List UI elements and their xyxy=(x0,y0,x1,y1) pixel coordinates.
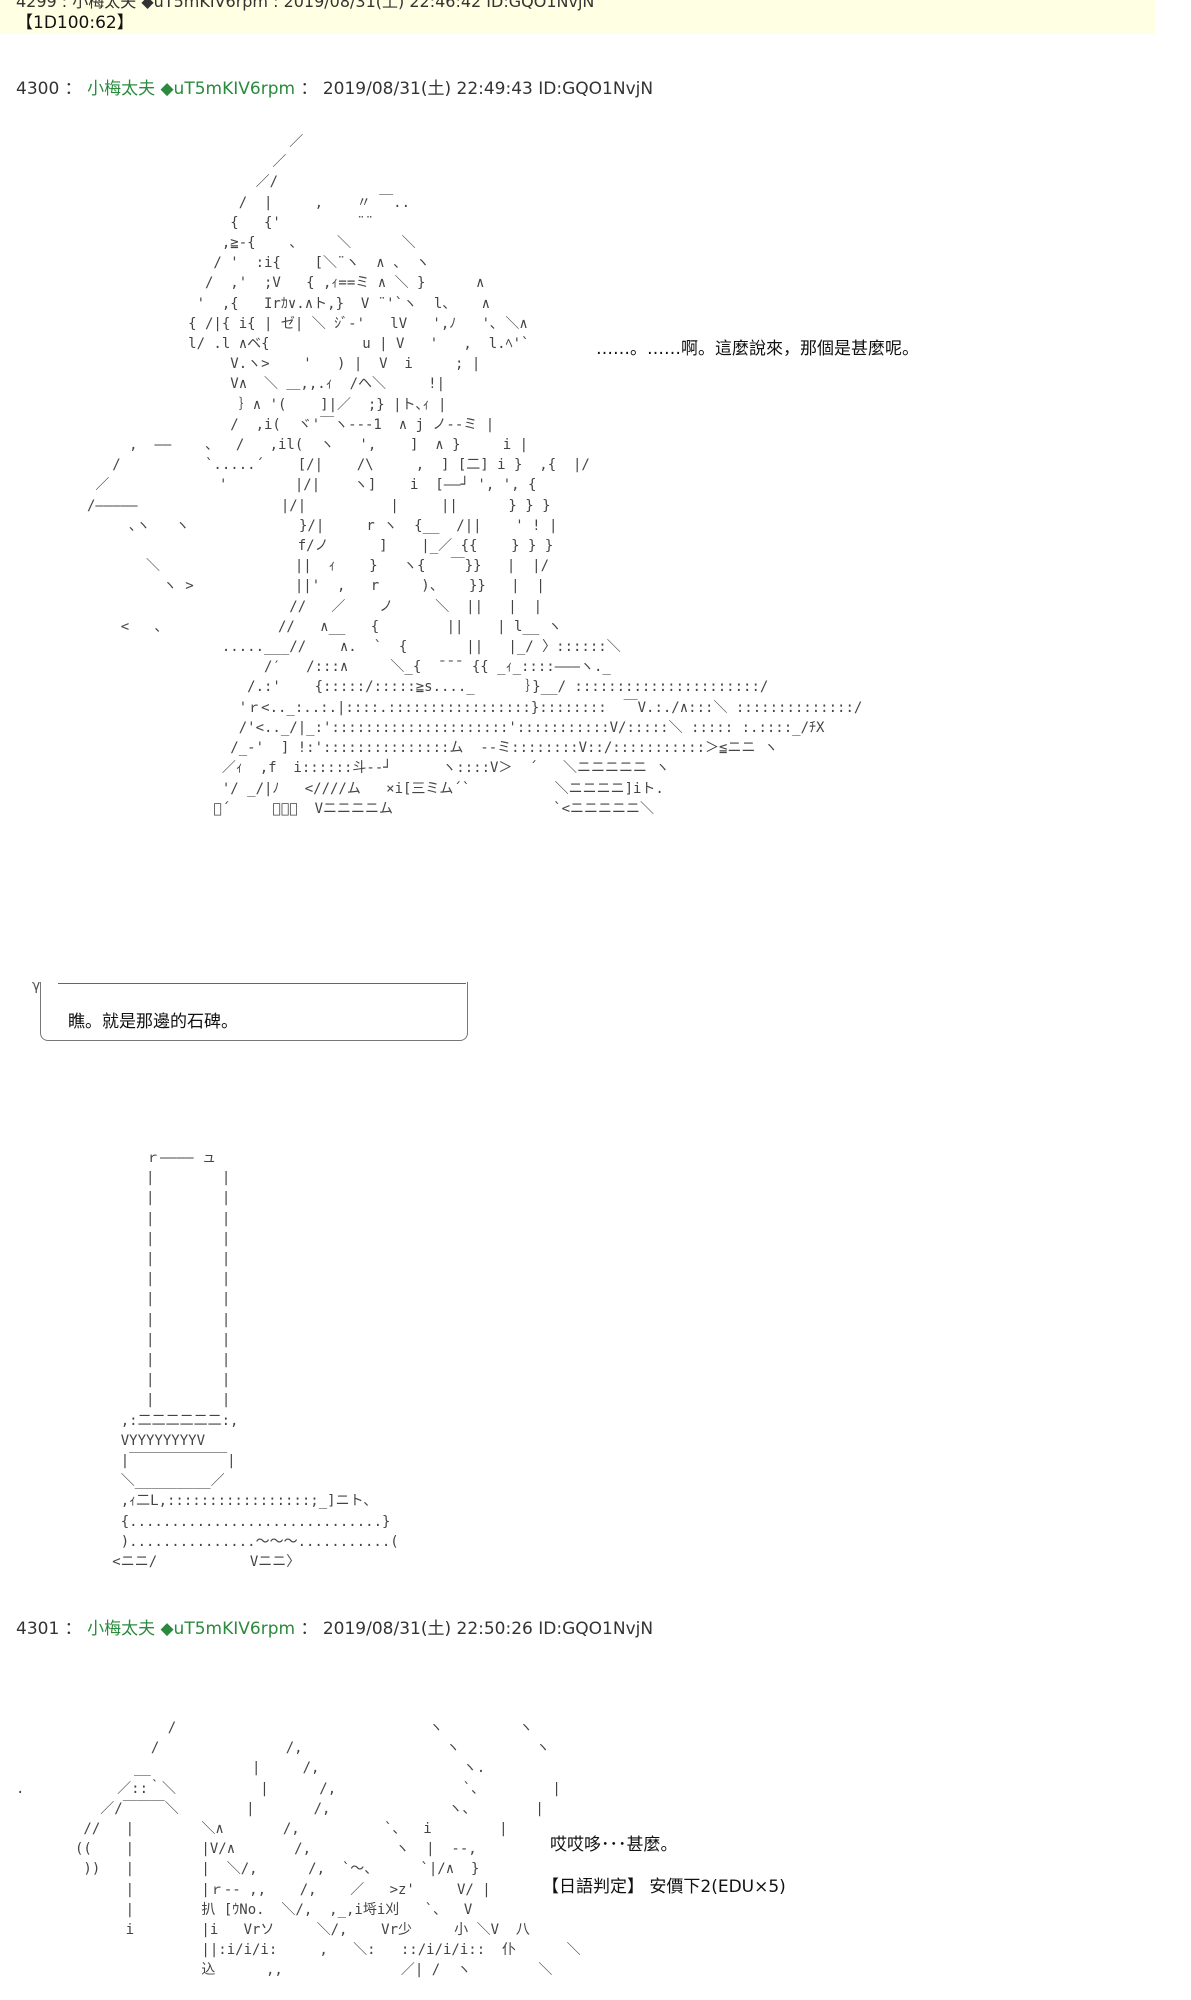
bubble-text: 瞧。就是那邊的石碑。 xyxy=(68,1012,238,1032)
separator: ： xyxy=(300,1619,318,1639)
top-strip xyxy=(0,0,1155,34)
post-date: 2019/08/31(土) 22:50:26 xyxy=(322,1619,533,1639)
bubble-top-border xyxy=(58,983,466,984)
poster-id[interactable]: ID:GQO1NvjN xyxy=(538,1619,654,1639)
speech-line-1: ……。……啊。這麼說來，那個是甚麼呢。 xyxy=(596,339,919,359)
speech-line-2: 哎哎哆･･･甚麼。 xyxy=(550,1835,678,1855)
post-number[interactable]: 4300 xyxy=(16,79,60,99)
post-number[interactable]: 4301 xyxy=(16,1619,60,1639)
poster-trip: ◆uT5mKIV6rpm xyxy=(160,1619,296,1639)
poster-id[interactable]: ID:GQO1NvjN xyxy=(538,79,654,99)
ascii-art-character: ／ ／ ／/ / | , 〃 ￣.. { {' ¨¨ ,≧-{ 、 ＼ ＼ xyxy=(87,134,863,817)
judgement-line: 【日語判定】 安價下2(EDU×5) xyxy=(542,1877,786,1897)
separator: ： xyxy=(300,79,318,99)
speech-bubble xyxy=(40,982,468,1041)
poster-name[interactable]: 小梅太夫 xyxy=(87,79,156,99)
bubble-corner-icon: γ xyxy=(32,978,41,994)
post-header-4301: 4301 ： 小梅太夫 ◆uT5mKIV6rpm ： 2019/08/31(土)… xyxy=(16,1614,653,1639)
poster-trip: ◆uT5mKIV6rpm xyxy=(160,79,296,99)
ascii-art-stone-monument: ｒ―――― ュ | | | | | | | | | | | | | | | xyxy=(112,1150,399,1571)
previous-post-header-cut: 4299 : 小梅太夫 ◆uT5mKIV6rpm : 2019/08/31(土)… xyxy=(16,0,595,11)
separator: ： xyxy=(64,1619,82,1639)
dice-result: 【1D100:62】 xyxy=(16,13,134,33)
separator: ： xyxy=(64,79,82,99)
poster-name[interactable]: 小梅太夫 xyxy=(87,1619,156,1639)
post-date: 2019/08/31(土) 22:49:43 xyxy=(322,79,533,99)
ascii-art-character-2: / ヽ ヽ / /, ヽ ヽ __ | /, ヽ. . ／::｀＼ | /, xyxy=(16,1720,581,1979)
post-header-4300: 4300 ： 小梅太夫 ◆uT5mKIV6rpm ： 2019/08/31(土)… xyxy=(16,74,653,99)
